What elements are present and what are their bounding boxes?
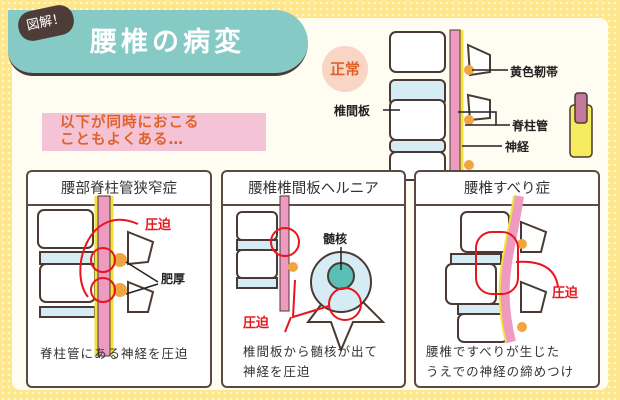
- card-caption-1: 腰椎ですべりが生じた: [426, 344, 561, 359]
- compress-label: 圧迫: [243, 316, 270, 331]
- herniation-illustration: [236, 195, 386, 353]
- compress-label: 圧迫: [552, 286, 579, 301]
- card-disc-herniation: 腰椎椎間板ヘルニア 髄核 圧迫 椎間板から髄核が出て 神経を圧迫: [221, 170, 406, 388]
- normal-label: 正常: [322, 46, 368, 92]
- card-spondylolisthesis: 腰椎すべり症 圧迫 腰椎ですべりが生じた うえでの神経の締めつけ: [414, 170, 600, 388]
- note-line-2: こともよくある…: [60, 132, 184, 148]
- spondylolisthesis-illustration: [445, 195, 559, 344]
- card-caption-1: 椎間板から髄核が出て: [243, 344, 379, 359]
- note-box: 以下が同時におこる こともよくある…: [42, 113, 266, 151]
- card-title: 腰椎すべり症: [416, 172, 598, 206]
- page-title: 腰椎の病変: [90, 27, 245, 58]
- nerve-label: 神経: [505, 140, 530, 154]
- stenosis-illustration: [37, 195, 159, 357]
- ligament-label: 黄色靭帯: [510, 65, 559, 79]
- disc-label: 椎間板: [334, 104, 371, 118]
- card-title: 腰椎椎間板ヘルニア: [223, 172, 404, 206]
- card-spinal-stenosis: 腰部脊柱管狭窄症 圧迫 肥厚 脊柱管にある神経を圧迫: [26, 170, 212, 388]
- card-title: 腰部脊柱管狭窄症: [28, 172, 210, 206]
- card-caption-2: 神経を圧迫: [243, 364, 311, 379]
- card-caption-2: うえでの神経の締めつけ: [426, 364, 575, 379]
- note-line-1: 以下が同時におこる: [60, 115, 200, 131]
- card-caption: 脊柱管にある神経を圧迫: [40, 346, 189, 361]
- thick-label: 肥厚: [161, 272, 186, 286]
- compress-label: 圧迫: [145, 218, 172, 233]
- nucleus-label: 髄核: [323, 232, 348, 246]
- canal-label: 脊柱管: [512, 119, 549, 133]
